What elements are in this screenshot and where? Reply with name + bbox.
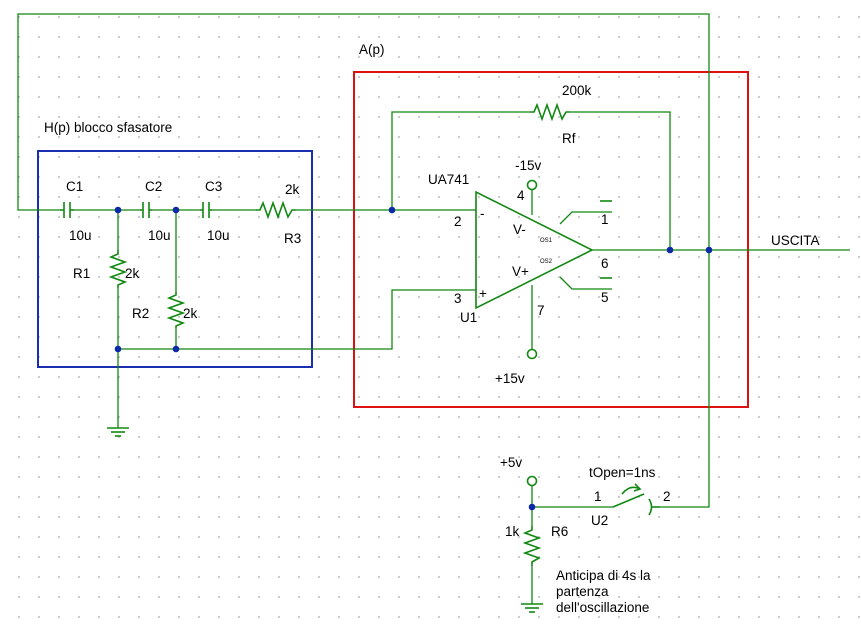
resistor-r6[interactable] xyxy=(522,526,542,566)
wire-ground-rail xyxy=(118,289,476,350)
supply-aux-label: +5v xyxy=(500,455,522,470)
note-line-3: dell'oscillazione xyxy=(556,600,649,615)
c1-name: C1 xyxy=(66,179,83,194)
opamp-label-vneg: V- xyxy=(513,222,526,237)
terminal-vpos[interactable] xyxy=(526,348,538,360)
terminal-5v[interactable] xyxy=(526,475,538,487)
junction-node-c1c2 xyxy=(114,206,122,214)
amplifier-block-label: A(p) xyxy=(359,42,385,57)
r3-value: 2k xyxy=(285,182,300,197)
junction-node-r1-gnd xyxy=(114,345,122,353)
r1-value: 2k xyxy=(125,266,140,281)
output-label: USCITA xyxy=(771,233,820,248)
resistor-r3[interactable] xyxy=(256,200,296,220)
capacitor-c3[interactable] xyxy=(200,202,212,218)
opamp-label-os1: OS1 xyxy=(540,238,553,244)
rf-name: Rf xyxy=(562,131,576,146)
opamp-pin-vneg: 4 xyxy=(517,188,525,203)
opamp-pin-os1: 1 xyxy=(601,212,609,227)
wire-os2-pin xyxy=(559,276,612,290)
opamp-model-label: UA741 xyxy=(428,172,469,187)
opamp-sign-plus: + xyxy=(479,286,487,301)
note-line-1: Anticipa di 4s la xyxy=(556,568,651,583)
junction-node-output xyxy=(705,246,713,254)
wire-out-switch xyxy=(660,250,710,508)
junction-node-c2c3 xyxy=(172,206,180,214)
opamp-u1[interactable] xyxy=(475,190,612,310)
opamp-pin-os2: 5 xyxy=(601,290,609,305)
r2-name: R2 xyxy=(132,306,149,321)
switch-pin1-label: 1 xyxy=(594,489,602,504)
c2-name: C2 xyxy=(145,179,162,194)
r3-name: R3 xyxy=(284,231,301,246)
resistor-r1[interactable] xyxy=(108,250,128,288)
wire-rf-right xyxy=(570,111,671,250)
opamp-sign-minus: - xyxy=(480,206,485,221)
opamp-pin-minus: 2 xyxy=(454,214,462,229)
opamp-ref-label: U1 xyxy=(460,310,477,325)
resistor-r2[interactable] xyxy=(166,292,186,328)
wire-feedback-loop xyxy=(17,13,710,250)
r6-value: 1k xyxy=(505,524,520,539)
opamp-label-vpos: V+ xyxy=(512,264,529,279)
c3-value: 10u xyxy=(207,228,230,243)
capacitor-c1[interactable] xyxy=(60,202,74,218)
phase-shifter-box xyxy=(37,150,313,368)
opamp-pin-vpos: 7 xyxy=(537,303,545,318)
phase-shifter-block-label: H(p) blocco sfasatore xyxy=(44,120,172,135)
opamp-pin-out: 6 xyxy=(601,256,609,271)
opamp-label-os2: OS2 xyxy=(540,259,553,265)
c2-value: 10u xyxy=(148,228,171,243)
r1-name: R1 xyxy=(73,266,90,281)
ground-symbol-r6 xyxy=(521,603,543,613)
junction-node-5v xyxy=(528,503,536,511)
amplifier-box xyxy=(353,71,749,408)
wire-rf-left xyxy=(391,111,530,210)
r6-name: R6 xyxy=(551,524,568,539)
supply-pos-label: +15v xyxy=(495,371,525,386)
ground-symbol-main xyxy=(107,427,129,437)
c3-name: C3 xyxy=(205,179,222,194)
wire-os1-pin xyxy=(559,211,612,225)
rf-value: 200k xyxy=(562,83,592,98)
junction-node-r2-gnd xyxy=(172,345,180,353)
note-line-2: partenza xyxy=(556,584,609,599)
capacitor-c2[interactable] xyxy=(140,202,152,218)
c1-value: 10u xyxy=(69,228,92,243)
opamp-pin-plus: 3 xyxy=(454,291,462,306)
switch-u2[interactable] xyxy=(612,483,660,516)
junction-node-inv xyxy=(388,206,396,214)
switch-param-label: tOpen=1ns xyxy=(589,465,656,480)
supply-neg-label: -15v xyxy=(515,158,542,173)
resistor-rf[interactable] xyxy=(530,102,570,122)
switch-ref-label: U2 xyxy=(591,513,608,528)
opamp-triangle xyxy=(475,190,594,310)
r2-value: 2k xyxy=(183,306,198,321)
switch-pin2-label: 2 xyxy=(663,489,671,504)
terminal-vneg[interactable] xyxy=(526,179,538,191)
junction-node-rf-out xyxy=(666,246,674,254)
